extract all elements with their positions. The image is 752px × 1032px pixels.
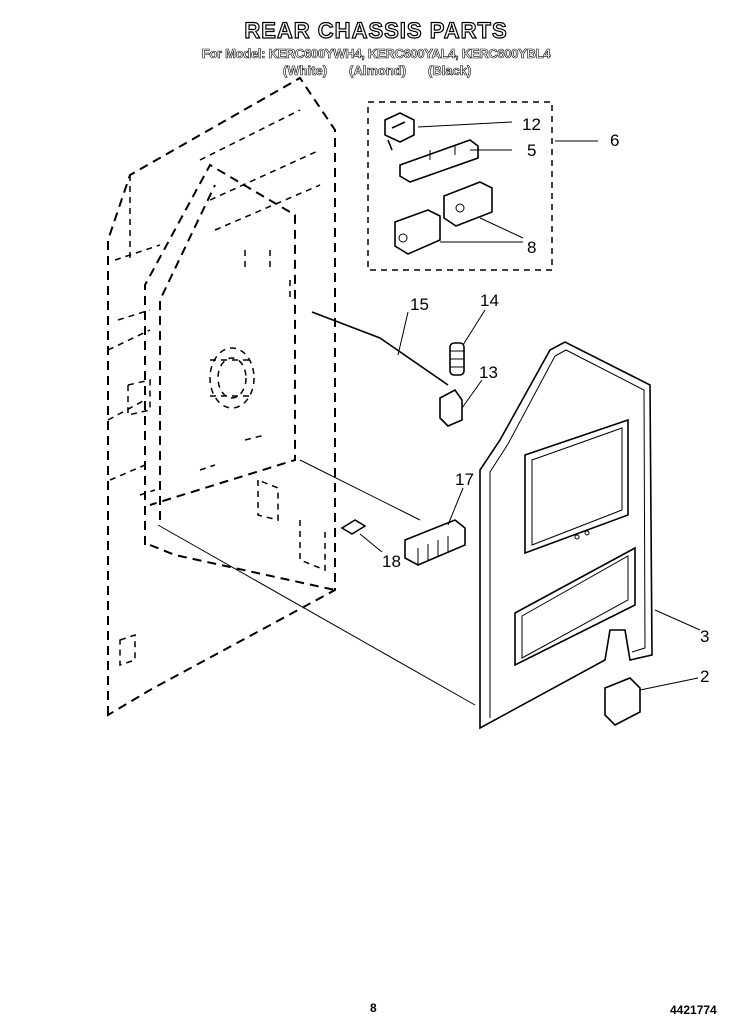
callout-6: 6 [610,131,619,150]
part-8-terminal-block-icon [394,181,493,255]
page-number: 8 [370,1001,377,1015]
model-line: For Model: KERC600YWH4, KERC600YAL4, KER… [201,46,551,62]
wire-line [299,459,421,521]
callout-14: 14 [480,291,499,310]
assembly-line [157,524,476,706]
part-3-rear-panel-icon [479,341,653,730]
leader-15 [397,311,409,356]
callout-13: 13 [479,363,498,382]
part-5-plate-icon [399,139,479,183]
variant-almond: (Almond) [349,63,407,79]
callout-5: 5 [527,141,536,160]
variant-white: (White) [283,63,328,79]
part-17-terminal-strip-icon [404,519,466,566]
document-number: 4421774 [670,1003,717,1017]
part-group-box [367,101,553,271]
leader-14 [462,309,486,346]
callout-12: 12 [522,115,541,134]
part-13-bracket-icon [439,388,463,427]
leader-12 [417,121,513,128]
leader-13 [461,379,483,409]
callout-17: 17 [455,470,474,489]
page-title: REAR CHASSIS PARTS [244,17,508,43]
callout-8: 8 [527,238,536,257]
leader-17 [447,487,464,526]
leader-18 [359,533,383,553]
variant-black: (Black) [428,63,472,79]
leader-3 [654,609,701,631]
part-18-clip-icon [340,519,367,535]
part-12-bracket-icon [384,112,415,151]
callout-15: 15 [410,295,429,314]
leader-8 [440,217,524,243]
part-14-spring-icon [449,342,465,376]
range-cabinet-outline [107,76,336,717]
part-2-cover-icon [604,677,641,726]
callout-2: 2 [700,667,709,686]
leader-2 [639,677,699,691]
part-15-rod-icon [311,311,449,386]
callout-3: 3 [700,627,709,646]
callout-18: 18 [382,552,401,571]
